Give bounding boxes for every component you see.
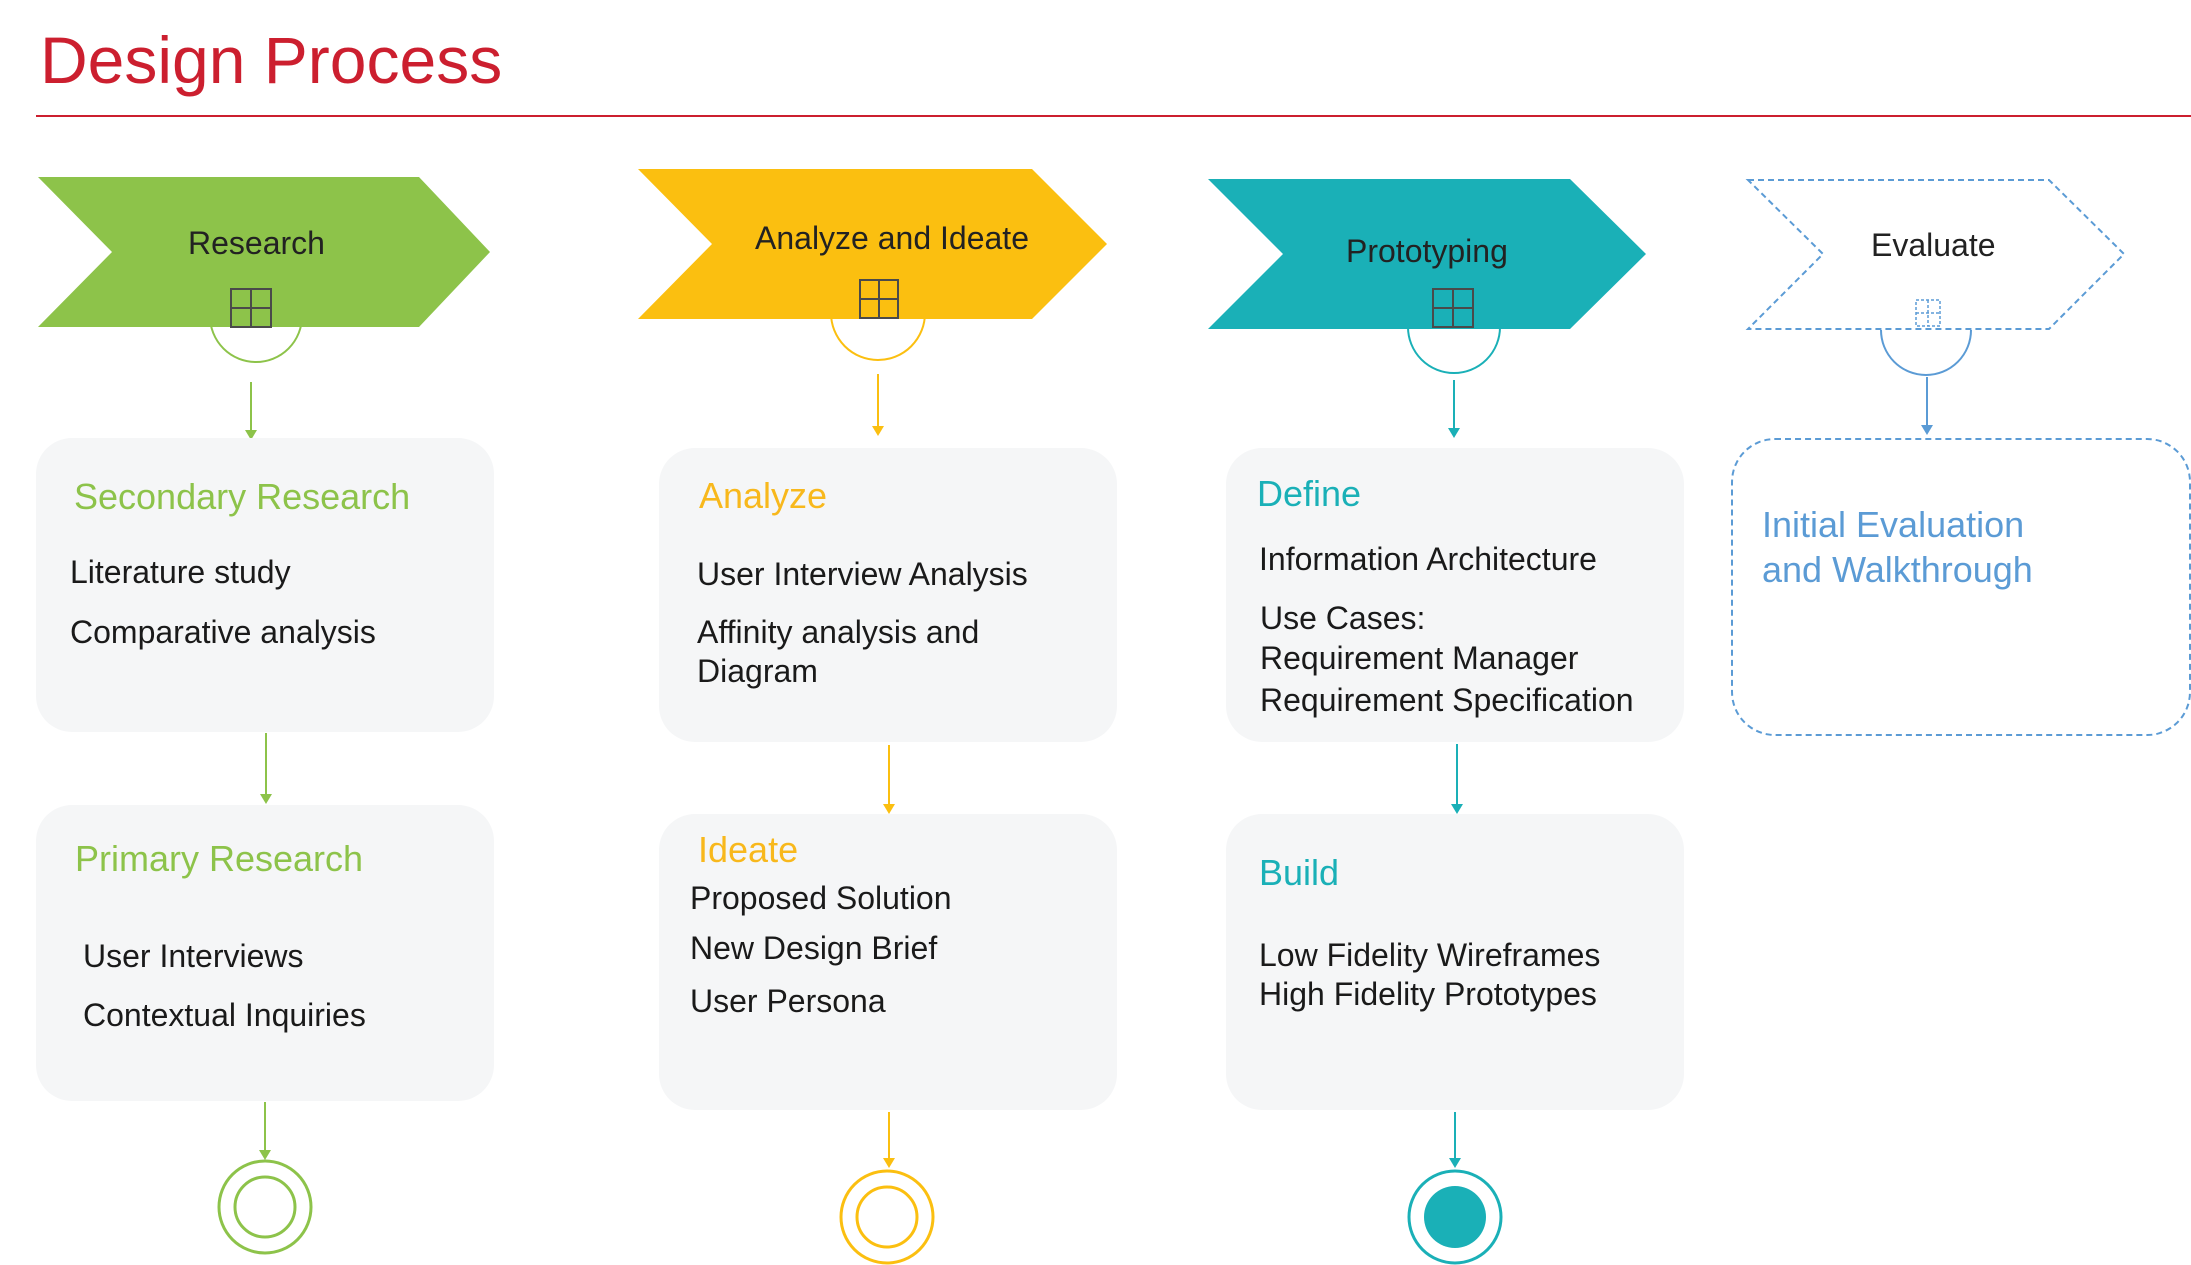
phase-research-chevron bbox=[38, 177, 490, 327]
arrow-head bbox=[872, 426, 884, 436]
grid-icon bbox=[859, 279, 899, 319]
arrow-head bbox=[1449, 1158, 1461, 1168]
phase-analyze-start-arc bbox=[830, 312, 926, 361]
phase-evaluate-start-arc bbox=[1880, 329, 1972, 376]
phase-research-start-arc bbox=[209, 315, 303, 363]
arrow-head bbox=[260, 794, 272, 804]
card-heading: Initial Evaluation bbox=[1762, 504, 2025, 545]
card-initial-evaluation: Initial Evaluation and Walkthrough bbox=[1731, 438, 2191, 736]
arrow-head bbox=[259, 1150, 271, 1160]
list-item: User Persona bbox=[690, 983, 886, 1019]
phase-research bbox=[38, 177, 490, 1255]
list-item: Contextual Inquiries bbox=[83, 997, 366, 1033]
card-heading: Secondary Research bbox=[74, 476, 411, 517]
card-secondary-research: Secondary Research Literature study Comp… bbox=[36, 438, 494, 732]
phase-analyze-chevron bbox=[638, 169, 1107, 319]
card-define: Define Information Architecture Use Case… bbox=[1226, 448, 1684, 742]
card-ideate: Ideate Proposed Solution New Design Brie… bbox=[659, 814, 1117, 1110]
list-item: High Fidelity Prototypes bbox=[1259, 976, 1597, 1012]
card-heading: Define bbox=[1257, 473, 1362, 514]
phase-analyze-label: Analyze and Ideate bbox=[755, 220, 1029, 256]
phase-prototyping bbox=[1208, 179, 1646, 1265]
arrow-head bbox=[245, 430, 257, 440]
arrow-head bbox=[883, 1158, 895, 1168]
page-title: Design Process bbox=[40, 23, 503, 97]
end-event-icon bbox=[839, 1169, 935, 1265]
list-item: Use Cases: bbox=[1260, 600, 1426, 636]
arrow-head bbox=[1921, 425, 1933, 435]
card-primary-research: Primary Research User Interviews Context… bbox=[36, 805, 494, 1101]
list-item: Requirement Specification bbox=[1260, 682, 1634, 718]
phase-prototyping-chevron bbox=[1208, 179, 1646, 329]
list-item: Information Architecture bbox=[1259, 541, 1597, 577]
phase-research-label: Research bbox=[188, 225, 325, 261]
card-analyze: Analyze User Interview Analysis Affinity… bbox=[659, 448, 1117, 742]
list-item: Proposed Solution bbox=[690, 880, 952, 916]
card-heading: Ideate bbox=[698, 829, 799, 870]
card-heading: Primary Research bbox=[75, 838, 364, 879]
phase-analyze bbox=[638, 169, 1107, 1265]
card-heading: Analyze bbox=[699, 475, 828, 516]
card-heading: and Walkthrough bbox=[1762, 549, 2033, 590]
arrow-head bbox=[1448, 428, 1460, 438]
list-item: User Interview Analysis bbox=[697, 556, 1028, 592]
list-item: New Design Brief bbox=[690, 930, 938, 966]
arrow-head bbox=[883, 804, 895, 814]
phase-prototyping-start-arc bbox=[1407, 326, 1501, 374]
card-build: Build Low Fidelity Wireframes High Fidel… bbox=[1226, 814, 1684, 1110]
end-event-filled-icon bbox=[1407, 1169, 1503, 1265]
phase-evaluate-chevron bbox=[1745, 179, 2126, 330]
end-event-icon bbox=[217, 1159, 313, 1255]
phase-evaluate bbox=[1745, 179, 2126, 435]
list-item: User Interviews bbox=[83, 938, 304, 974]
grid-icon bbox=[230, 288, 272, 328]
grid-icon bbox=[1432, 288, 1474, 328]
list-item: Low Fidelity Wireframes bbox=[1259, 937, 1601, 973]
arrow-head bbox=[1451, 804, 1463, 814]
phase-prototyping-label: Prototyping bbox=[1346, 233, 1508, 269]
list-item: Requirement Manager bbox=[1260, 640, 1579, 676]
card-heading: Build bbox=[1259, 852, 1340, 893]
list-item: Literature study bbox=[70, 554, 291, 590]
grid-icon bbox=[1915, 299, 1941, 327]
phase-evaluate-label: Evaluate bbox=[1871, 227, 1996, 263]
title-divider bbox=[36, 115, 2191, 117]
list-item: Affinity analysis and bbox=[697, 614, 980, 650]
list-item: Diagram bbox=[697, 653, 818, 689]
list-item: Comparative analysis bbox=[70, 614, 376, 650]
